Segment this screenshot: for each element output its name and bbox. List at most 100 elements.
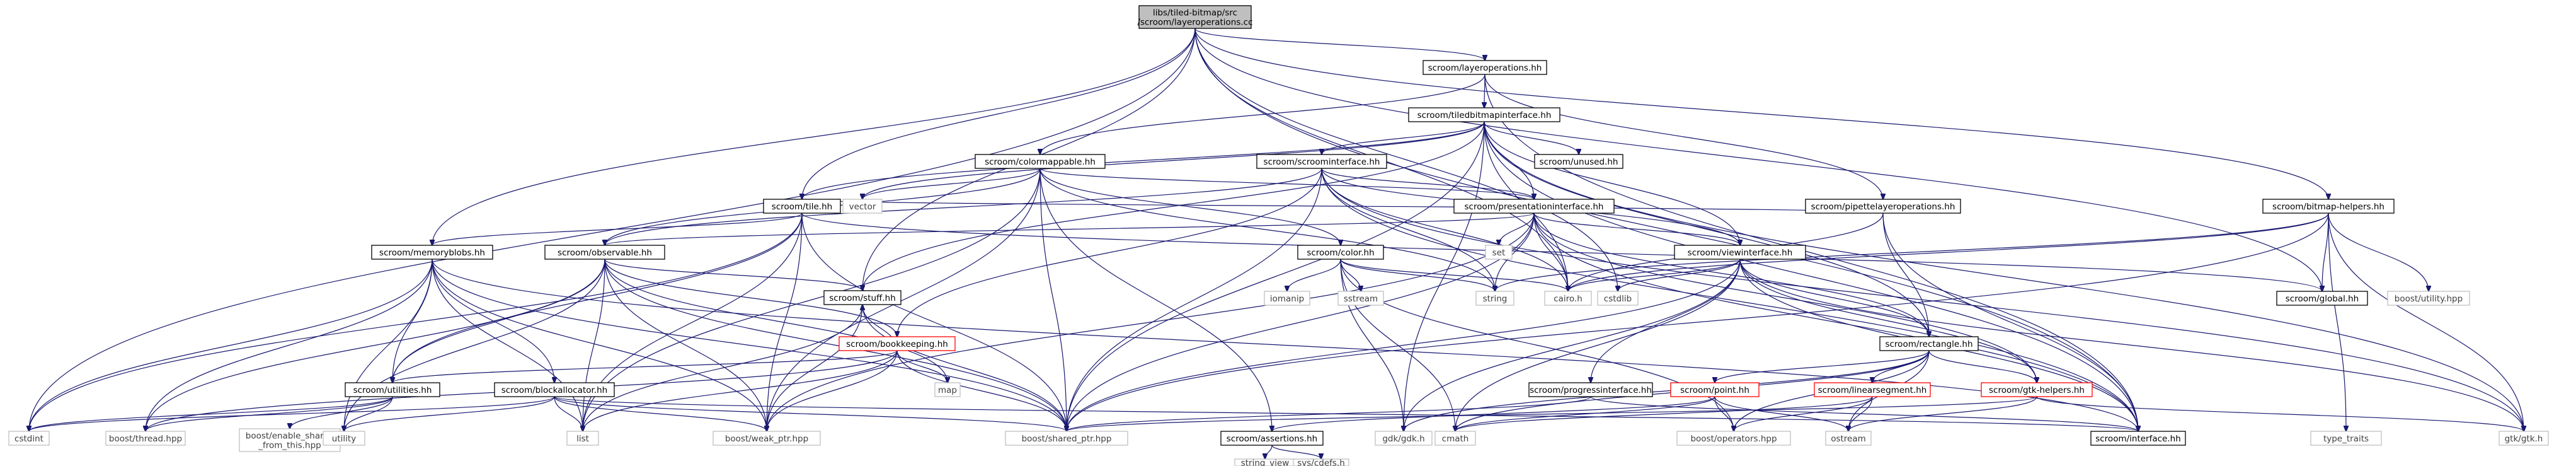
edge-scrint-to-interface [1321,168,2138,431]
edge-layerops-to-pipette [1484,74,1883,199]
edge-color-to-iomanip [1287,259,1341,291]
edge-utilities-to-cstdint [29,396,393,431]
node-label: scroom/bookkeeping.hh [846,339,948,349]
node-point[interactable]: scroom/point.hh [1670,382,1760,397]
edge-tile-to-global [801,213,2322,291]
edge-presint-to-viewint [1533,213,1740,245]
node-bmphelpers[interactable]: scroom/bitmap-helpers.hh [2262,199,2395,214]
edge-tbi-to-vector [862,121,1485,199]
node-label: boost/weak_ptr.hpp [725,434,808,444]
node-box [105,431,186,446]
edge-pipette-to-interface [1882,213,2138,431]
edge-tile-to-weakptr [767,213,803,431]
node-assertions[interactable]: scroom/assertions.hh [1220,431,1324,446]
edge-root-to-tile [802,28,1196,199]
node-syscdefs: sys/cdefs.h [1293,458,1349,466]
edge-bookkeeping-to-map [896,350,947,383]
edge-memblobs-to-boostthread [146,259,433,431]
node-global[interactable]: scroom/global.hh [2276,291,2368,306]
node-boostthread: boost/thread.hpp [105,431,186,446]
node-color[interactable]: scroom/color.hh [1297,245,1384,260]
edge-color-to-cmath [1340,259,1455,431]
node-cstdlib: cstdlib [1597,291,1639,306]
node-label: scroom/colormappable.hh [985,157,1096,167]
node-label: _from_this.hpp [258,441,321,451]
edge-presint-to-weakptr [767,213,1535,431]
edge-viewint-to-progress [1591,259,1741,383]
node-root[interactable]: libs/tiled-bitmap/src/scroom/layeroperat… [1137,5,1253,29]
node-stuff[interactable]: scroom/stuff.hh [823,290,902,305]
edge-bookkeeping-to-list [583,350,898,431]
edge-tbi-to-rectangle [1484,121,1929,337]
edge-assertions-to-stringview [1265,445,1273,459]
edge-scrint-to-presint [1321,168,1534,199]
edge-colormap-to-weakptr [767,168,1041,431]
edge-memblobs-to-weakptr [432,259,767,431]
node-scrint[interactable]: scroom/scroominterface.hh [1256,154,1387,169]
node-box [975,154,1106,169]
node-gtk: gtk/gtk.h [2499,431,2549,446]
node-box [8,431,50,446]
edge-assertions-to-syscdefs [1271,445,1321,459]
edge-bookkeeping-to-utilities [392,350,898,383]
node-box [1220,431,1324,446]
node-viewint[interactable]: scroom/viewinterface.hh [1674,245,1806,260]
node-label: scroom/global.hh [2286,294,2359,304]
node-linesegment[interactable]: scroom/linearsegment.hh [1814,382,1931,397]
edge-color-to-string [1340,259,1495,291]
node-progress[interactable]: scroom/progressinterface.hh [1528,382,1653,397]
edge-color-to-sstream [1340,259,1361,291]
edge-tile-to-sharedptr [801,213,1067,431]
edge-tbi-to-interface [1484,121,2138,431]
node-label: scroom/interface.hh [2095,434,2181,444]
node-weakptr: boost/weak_ptr.hpp [713,431,821,446]
node-presint[interactable]: scroom/presentationinterface.hh [1453,199,1615,214]
node-interface[interactable]: scroom/interface.hh [2090,431,2186,446]
edge-presint-to-gtkhelpers [1533,213,2037,383]
edge-tbi-to-sharedptr [1067,121,1485,431]
node-label: cstdint [14,434,43,444]
node-label: scroom/scroominterface.hh [1264,157,1380,167]
node-observable[interactable]: scroom/observable.hh [544,245,665,260]
node-label: scroom/memoryblobs.hh [379,248,485,258]
node-box [839,336,956,351]
edge-utilities-to-boostthread [146,396,393,431]
node-stringview: string_view [1234,458,1296,466]
node-label: scroom/point.hh [1680,385,1749,395]
node-gtkhelpers[interactable]: scroom/gtk-helpers.hh [1981,382,2093,397]
edge-root-to-layerops [1194,28,1485,61]
edge-presint-to-observable [605,213,1535,245]
node-pipette[interactable]: scroom/pipettelayeroperations.hh [1805,199,1961,214]
node-label: scroom/blockallocator.hh [501,385,608,395]
node-tbi[interactable]: scroom/tiledbitmapinterface.hh [1408,107,1560,122]
edge-point-to-cmath [1455,396,1715,431]
node-box [1475,291,1514,306]
node-string: string [1475,291,1514,306]
node-box [842,199,883,214]
node-rectangle[interactable]: scroom/rectangle.hh [1879,336,1979,351]
edge-blockalloc-to-utility [344,396,555,431]
node-box [763,199,841,214]
edge-layerops-to-colormap [1040,74,1485,154]
node-utilities[interactable]: scroom/utilities.hh [345,382,440,397]
node-layerops[interactable]: scroom/layeroperations.hh [1423,60,1547,75]
node-label: scroom/assertions.hh [1227,434,1317,444]
node-box [1676,431,1791,446]
edge-colormap-to-string [1039,168,1495,291]
node-label: utility [332,434,356,444]
node-box [566,431,599,446]
node-colormap[interactable]: scroom/colormappable.hh [975,154,1106,169]
node-memblobs[interactable]: scroom/memoryblobs.hh [371,245,493,260]
edge-tile-to-cstdint [29,213,803,431]
node-box [2499,431,2549,446]
node-blockalloc[interactable]: scroom/blockallocator.hh [494,382,615,397]
edge-tbi-to-gdk [1404,121,1485,431]
node-box [1408,107,1560,122]
node-tile[interactable]: scroom/tile.hh [763,199,841,214]
edge-root-to-cstdlib [1194,28,1618,291]
edge-layerops-to-interface [1484,74,2138,431]
node-label: list [576,434,589,444]
node-bookkeeping[interactable]: scroom/bookkeeping.hh [839,336,956,351]
edge-point-to-assertions [1272,396,1715,431]
node-unused[interactable]: scroom/unused.hh [1534,154,1623,169]
